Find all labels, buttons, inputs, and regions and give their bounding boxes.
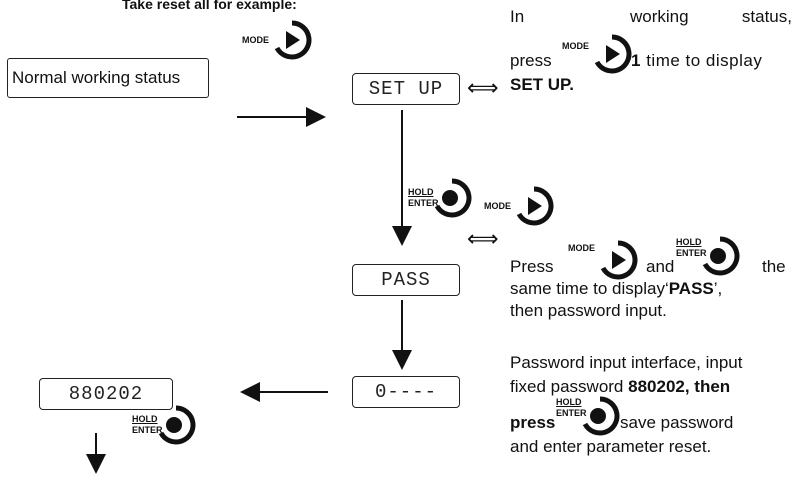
mode-key-label: MODE [242,35,269,45]
hold-label: HOLD [132,414,158,424]
mode-key: MODE [484,186,554,226]
step2-line2-a: same time to display‘ [510,279,669,298]
mode-key-label: MODE [568,243,595,253]
step2-pass: PASS [668,279,714,298]
step1-press: press [510,51,552,70]
step2-the: the [762,257,786,276]
mode-key-label: MODE [562,41,589,51]
enter-label: ENTER [676,248,707,258]
step2-press: Press [510,257,554,276]
equivalence-arrow: ⟺ [467,75,499,100]
diagram-heading: Take reset all for example: [122,0,297,12]
hold-label: HOLD [408,187,434,197]
mode-play-icon [600,240,638,280]
mode-key-label: MODE [484,201,511,211]
step1-after: time to display [640,51,763,70]
mode-play-icon [594,34,632,74]
equivalence-arrow: ⟺ [467,226,499,251]
mode-key: MODE [242,20,312,60]
step3-password: 880202, then [628,377,731,396]
step3-line2-a: fixed password [510,377,629,396]
step1-word: status, [741,7,792,26]
step3-line4: and enter parameter reset. [510,437,712,456]
step1-count: 1 [631,51,641,70]
lcd-pass: PASS [352,264,460,296]
step2-line2: same time to display‘PASS’, [510,278,722,300]
mode-key: MODE [568,240,638,280]
step3-after: save password [620,413,734,432]
step1-result: SET UP. [510,75,574,94]
hold-label: HOLD [676,237,702,247]
step1-line1: In working status, [510,6,792,28]
hold-enter-key: HOLD ENTER [676,236,740,276]
hold-label: HOLD [556,397,582,407]
lcd-setup: SET UP [352,73,460,105]
enter-label: ENTER [132,425,163,435]
step3-line1: Password input interface, input [510,353,743,372]
mode-play-icon [516,186,554,226]
step1-word: In [510,7,525,26]
hold-enter-key: HOLD ENTER [556,396,620,436]
enter-dot-icon [158,405,196,445]
normal-status-box: Normal working status [7,58,209,98]
enter-dot-icon [702,236,740,276]
step1-count-line: 1 time to display [631,50,762,72]
lcd-880202: 880202 [39,378,173,410]
hold-enter-key: HOLD ENTER [408,178,472,218]
enter-label: ENTER [556,408,587,418]
step2-line3: then password input. [510,301,667,320]
step3-line2: fixed password 880202, then [510,376,792,398]
step1-word: working [630,7,689,26]
step3-press: press [510,413,556,432]
enter-dot-icon [582,396,620,436]
mode-play-icon [274,20,312,60]
hold-enter-key: HOLD ENTER [132,405,196,445]
step2-line2-c: ’, [713,279,723,298]
mode-key: MODE [562,34,632,74]
lcd-zero: 0---- [352,376,460,408]
step2-and: and [646,257,675,276]
enter-dot-icon [434,178,472,218]
enter-label: ENTER [408,198,439,208]
